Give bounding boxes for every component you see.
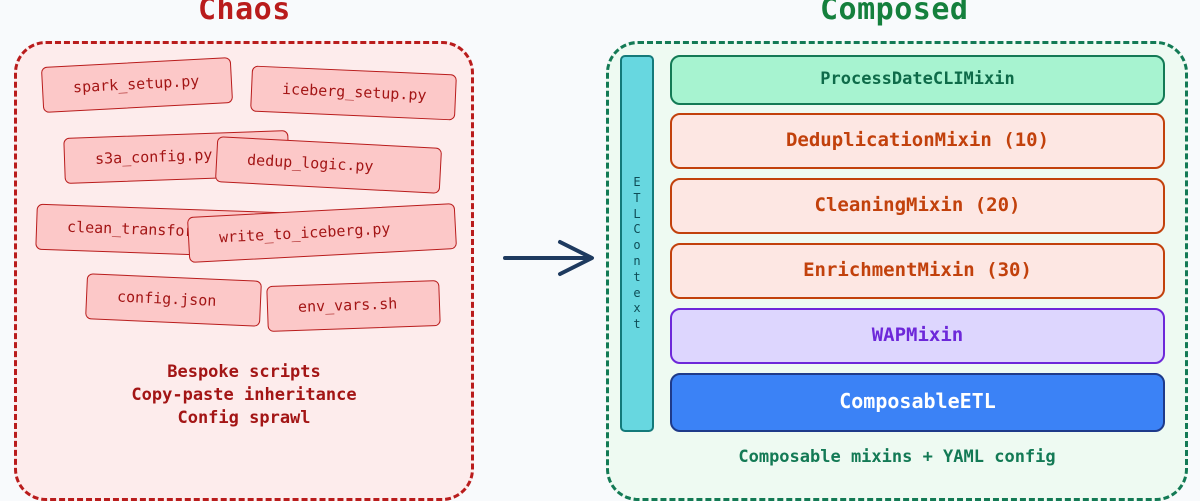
composed-caption: Composable mixins + YAML config [738, 447, 1056, 467]
layer-process-date-cli-mixin: ProcessDateCLIMixin [670, 55, 1165, 105]
chaos-caption-line-1: Bespoke scripts [167, 362, 321, 382]
layer-deduplication-mixin: DeduplicationMixin (10) [670, 113, 1165, 169]
file-config-json: config.json [85, 273, 262, 327]
layer-cleaning-mixin: CleaningMixin (20) [670, 178, 1165, 234]
layer-composable-etl: ComposableETL [670, 373, 1165, 432]
layer-enrichment-mixin: EnrichmentMixin (30) [670, 243, 1165, 299]
file-env-vars: env_vars.sh [266, 279, 441, 333]
transition-arrow-icon [503, 240, 594, 276]
layer-wap-mixin: WAPMixin [670, 308, 1165, 364]
composed-title: Composed [820, 0, 969, 27]
chaos-caption-line-2: Copy-paste inheritance [131, 385, 357, 405]
chaos-caption-line-3: Config sprawl [177, 408, 311, 428]
file-iceberg-setup: iceberg_setup.py [250, 65, 457, 121]
chaos-title: Chaos [198, 0, 291, 27]
